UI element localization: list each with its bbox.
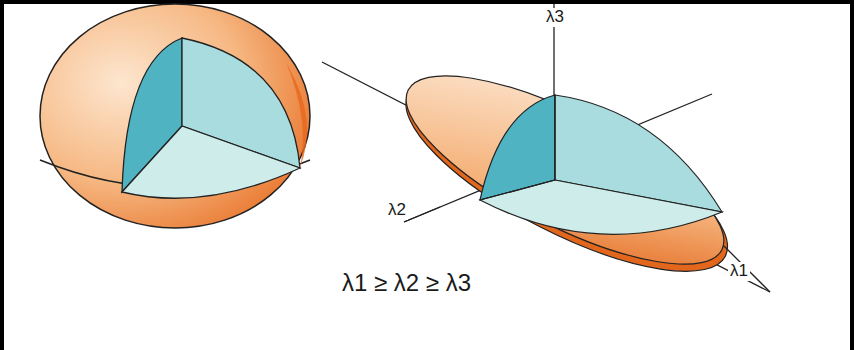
eigenvalue-order: λ1 ≥ λ2 ≥ λ3 (340, 270, 473, 296)
axis-label: λ3 (544, 8, 566, 27)
axis-label: λ2 (386, 201, 408, 220)
axis-label: λ1 (728, 262, 750, 281)
